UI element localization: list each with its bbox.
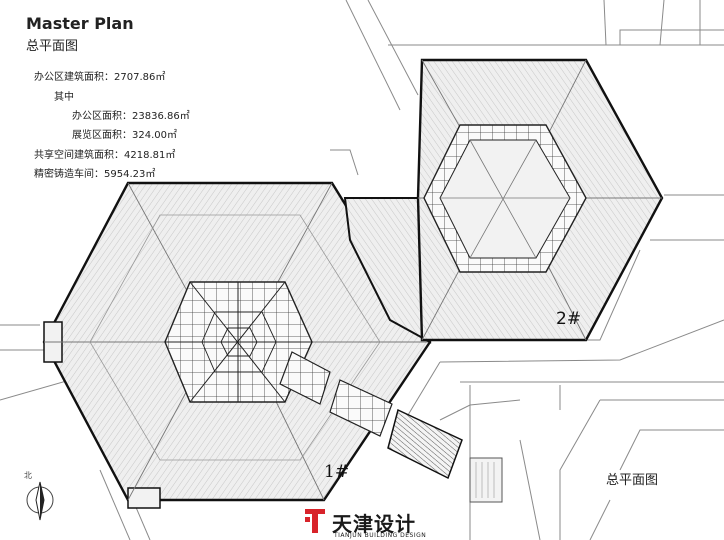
north-arrow-icon xyxy=(26,481,54,521)
stat-shared-space: 共享空间建筑面积：4218.81㎡ xyxy=(34,146,175,161)
stat-label: 共享空间建筑面积： xyxy=(34,150,124,161)
stat-value: 2707.86㎡ xyxy=(114,72,166,83)
stat-value: 5954.23㎡ xyxy=(104,169,156,180)
stat-label: 其中 xyxy=(54,92,74,103)
stat-value: 23836.86㎡ xyxy=(132,111,190,122)
stat-value: 4218.81㎡ xyxy=(124,150,176,161)
logo-english-name: TIANJUN BUILDING DESIGN xyxy=(334,532,427,539)
building-1-label: 1# xyxy=(324,462,350,482)
stat-label: 办公区面积： xyxy=(72,111,132,122)
stat-of-which: 其中 xyxy=(54,88,74,103)
page-title: Master Plan xyxy=(26,14,134,33)
stat-label: 办公区建筑面积： xyxy=(34,72,114,83)
stat-exhibition-area: 展览区面积：324.00㎡ xyxy=(72,126,177,141)
stat-office-area: 办公区面积：23836.86㎡ xyxy=(72,107,190,122)
stat-label: 展览区面积： xyxy=(72,130,132,141)
north-label: 北 xyxy=(24,471,32,480)
page-subtitle: 总平面图 xyxy=(26,39,79,54)
stat-office-gross: 办公区建筑面积：2707.86㎡ xyxy=(34,68,165,83)
building-2-label: 2# xyxy=(556,309,582,329)
plan-label: 总平面图 xyxy=(606,473,659,488)
north-arrow: 北 xyxy=(20,470,60,530)
building-2-roof xyxy=(343,58,664,344)
connector-bridges xyxy=(279,351,463,480)
building-1-roof xyxy=(42,181,432,509)
logo-mark-icon xyxy=(305,509,325,533)
stat-casting-workshop: 精密铸造车间：5954.23㎡ xyxy=(34,165,155,180)
stat-value: 324.00㎡ xyxy=(132,130,177,141)
stat-label: 精密铸造车间： xyxy=(34,169,104,180)
logo-chinese-name: 天津设计 xyxy=(332,512,416,536)
parking-strip xyxy=(469,457,503,503)
